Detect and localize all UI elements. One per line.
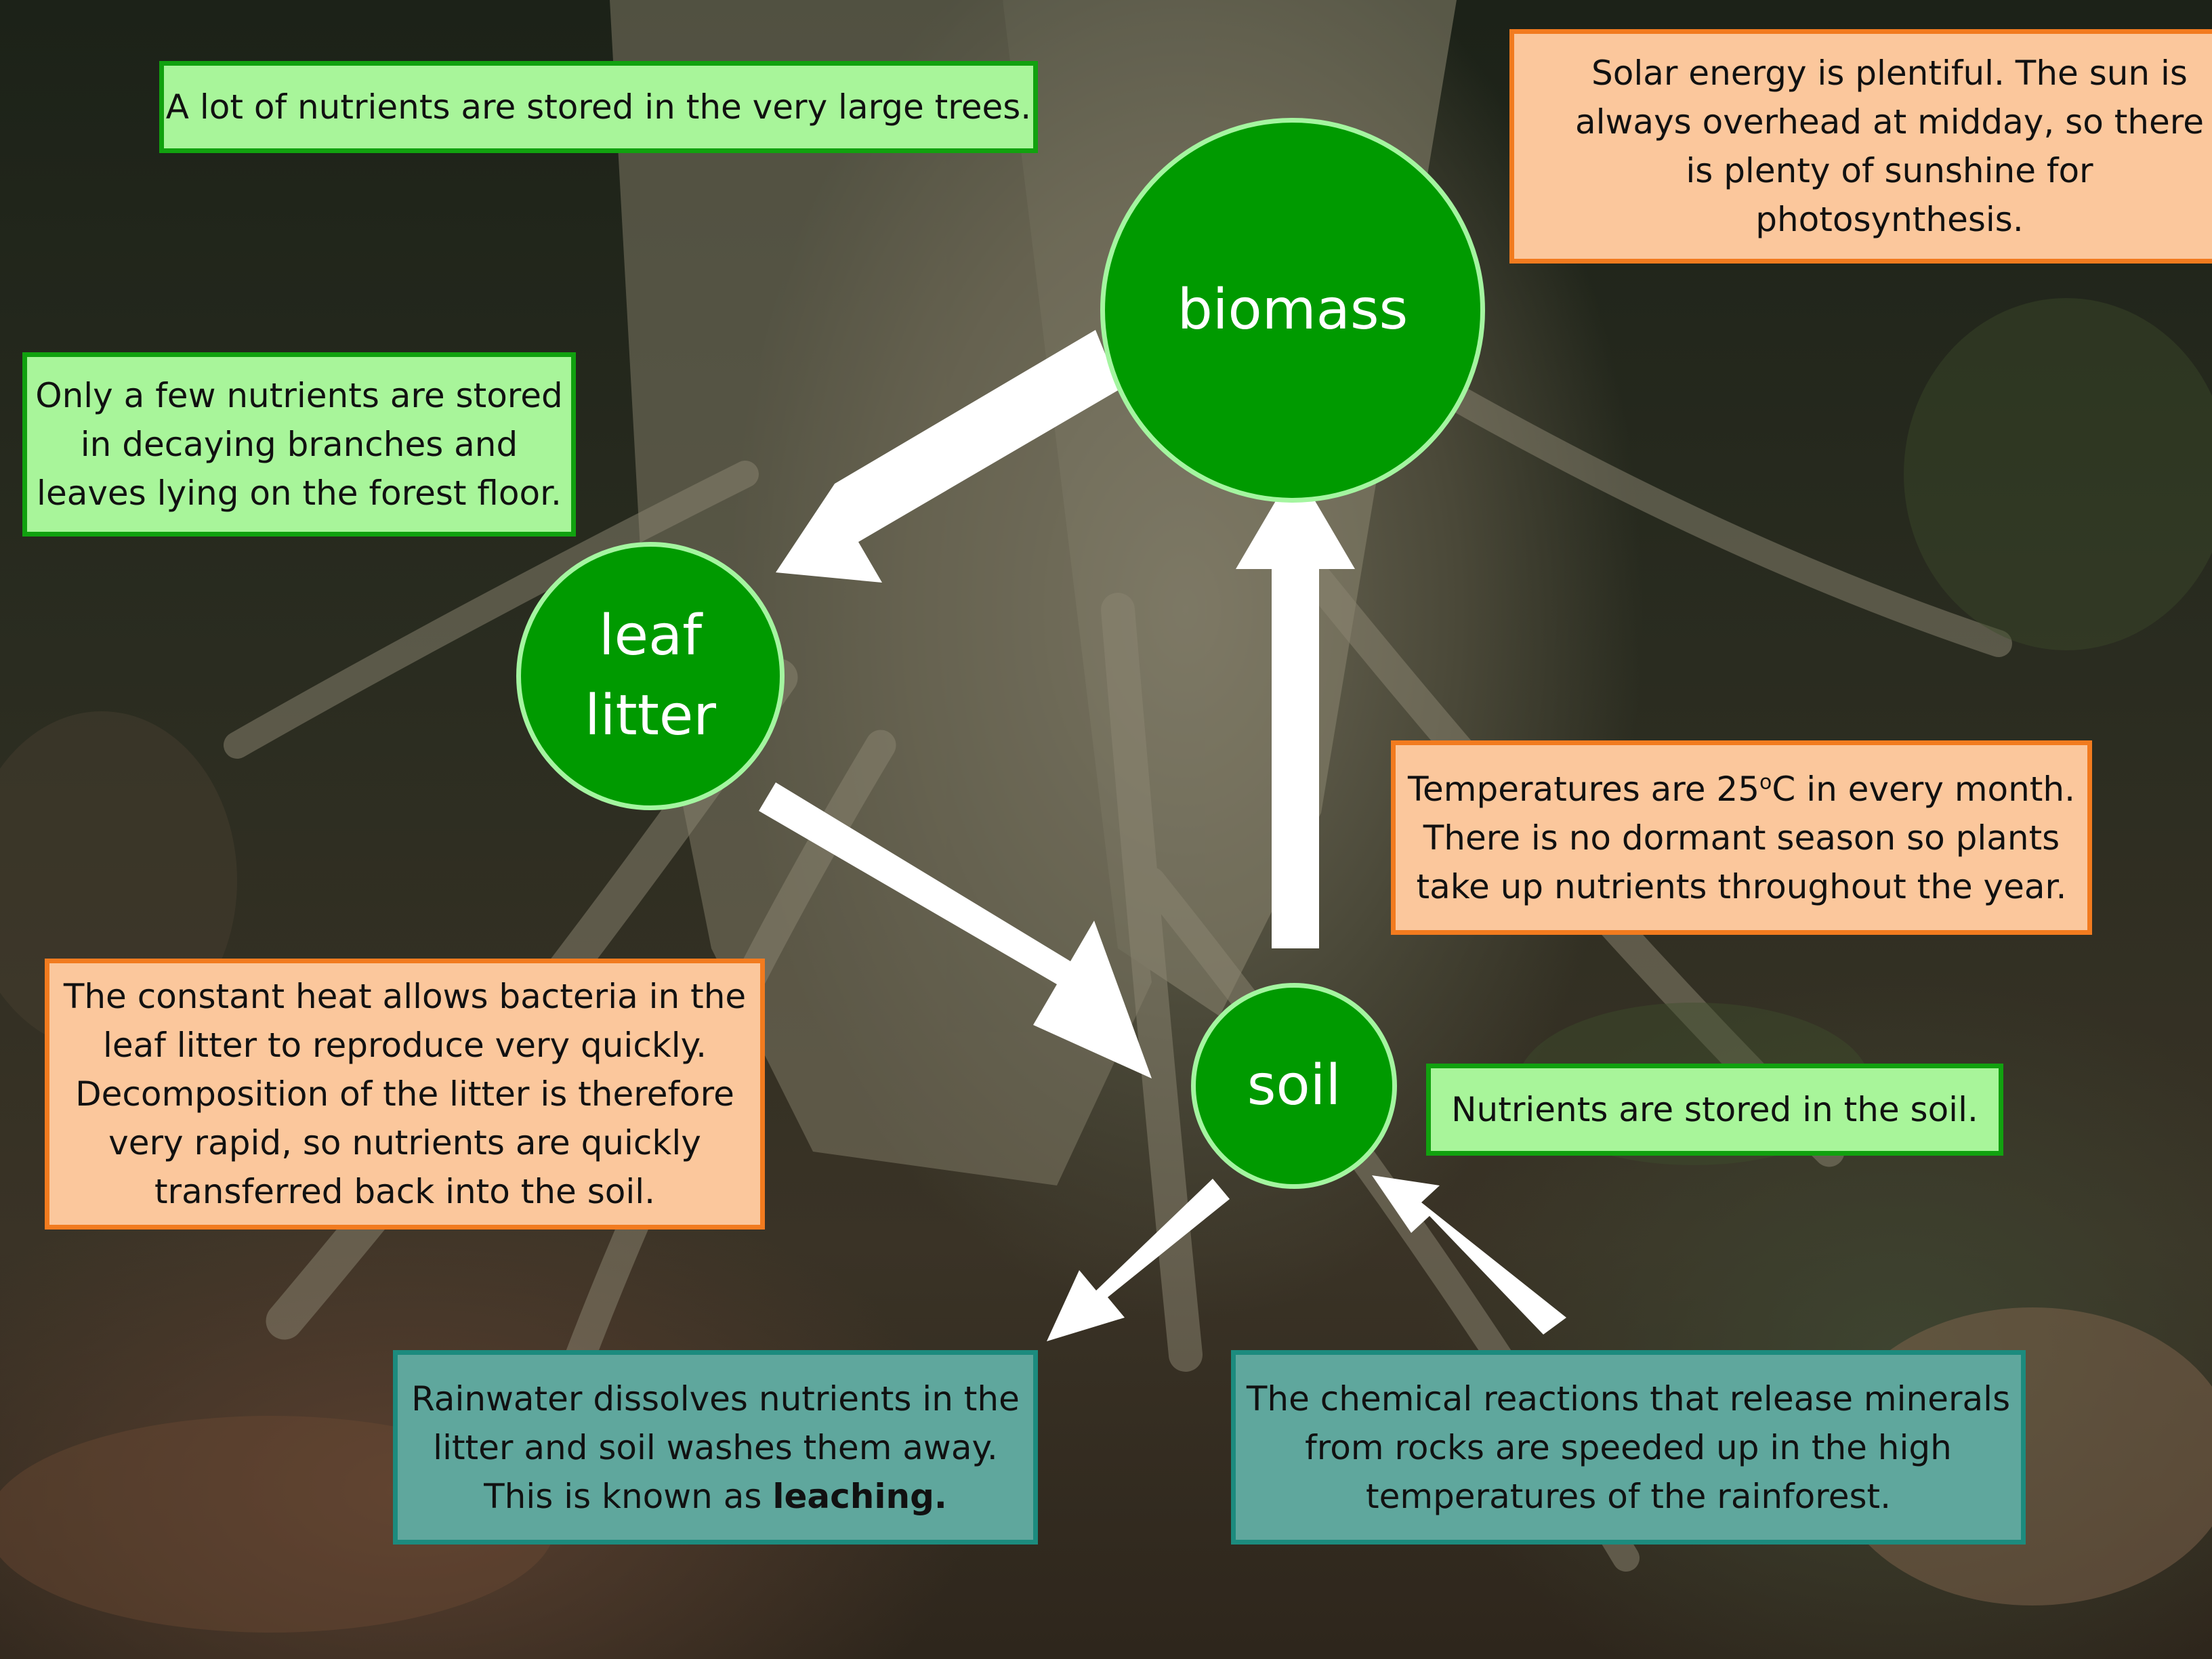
leaching-box: Rainwater dissolves nutrients in the lit…	[393, 1350, 1038, 1545]
leaching-line1: Rainwater dissolves nutrients in the	[411, 1379, 1020, 1419]
decaying-line1: Only a few nutrients are stored	[35, 376, 563, 415]
heat-line1: The constant heat allows bacteria in the	[63, 977, 747, 1016]
arrow-leaf-litter-to-soil	[759, 782, 1152, 1078]
large-trees-text: A lot of nutrients are stored in the ver…	[165, 87, 1032, 127]
solar-line2: always overhead at midday, so there	[1575, 102, 2204, 142]
arrow-biomass-to-leaf-litter	[776, 330, 1124, 583]
soil-node: soil	[1191, 983, 1397, 1189]
heat-line3: Decomposition of the litter is therefore	[75, 1074, 734, 1114]
temperature-line2: There is no dormant season so plants	[1423, 818, 2060, 858]
decomposition-box: The constant heat allows bacteria in the…	[45, 959, 765, 1230]
weathering-box: The chemical reactions that release mine…	[1231, 1350, 2026, 1545]
leaching-term: leaching.	[772, 1476, 947, 1516]
arrow-rocks-to-soil	[1372, 1175, 1566, 1335]
decaying-line3: leaves lying on the forest floor.	[37, 474, 562, 513]
temperature-line1: Temperatures are 25oC in every month.	[1407, 769, 2075, 809]
solar-line1: Solar energy is plentiful. The sun is	[1591, 54, 2188, 93]
heat-line5: transferred back into the soil.	[154, 1172, 656, 1211]
arrow-soil-to-biomass	[1236, 467, 1355, 948]
soil-store-box: Nutrients are stored in the soil.	[1426, 1064, 2003, 1156]
temperature-line3: take up nutrients throughout the year.	[1416, 866, 2067, 906]
solar-energy-box: Solar energy is plentiful. The sun is al…	[1509, 29, 2212, 264]
decaying-line2: in decaying branches and	[80, 425, 518, 464]
leaching-line2: litter and soil washes them away.	[433, 1427, 998, 1467]
decomposition-text: The constant heat allows bacteria in the…	[64, 972, 746, 1216]
chemical-line1: The chemical reactions that release mine…	[1246, 1379, 2011, 1419]
temperature-box: Temperatures are 25oC in every month. Th…	[1391, 740, 2092, 935]
biomass-node: biomass	[1100, 118, 1485, 503]
solar-line4: photosynthesis.	[1755, 200, 2024, 239]
leaching-line3: This is known as leaching.	[484, 1476, 947, 1516]
heat-line2: leaf litter to reproduce very quickly.	[102, 1026, 707, 1065]
solar-line3: is plenty of sunshine for	[1686, 151, 2093, 190]
soil-store-text: Nutrients are stored in the soil.	[1451, 1090, 1978, 1129]
chemical-line2: from rocks are speeded up in the high	[1305, 1427, 1952, 1467]
leaf-litter-label-line2: litter	[584, 684, 717, 748]
decaying-litter-text: Only a few nutrients are stored in decay…	[35, 371, 563, 518]
arrow-soil-to-leaching	[1047, 1179, 1230, 1341]
large-trees-box: A lot of nutrients are stored in the ver…	[159, 61, 1038, 153]
leaf-litter-label-line1: leaf	[598, 604, 703, 668]
decaying-litter-box: Only a few nutrients are stored in decay…	[22, 352, 576, 537]
chemical-line3: temperatures of the rainforest.	[1366, 1476, 1891, 1516]
leaf-litter-node: leaf litter	[516, 542, 785, 810]
biomass-label: biomass	[1177, 277, 1408, 342]
heat-line4: very rapid, so nutrients are quickly	[108, 1123, 701, 1162]
leaching-text: Rainwater dissolves nutrients in the lit…	[411, 1374, 1020, 1521]
soil-label: soil	[1247, 1053, 1341, 1118]
weathering-text: The chemical reactions that release mine…	[1247, 1374, 2010, 1521]
solar-energy-text: Solar energy is plentiful. The sun is al…	[1575, 49, 2204, 244]
temperature-text: Temperatures are 25oC in every month. Th…	[1408, 765, 2075, 911]
leaf-litter-label: leaf litter	[585, 596, 716, 756]
